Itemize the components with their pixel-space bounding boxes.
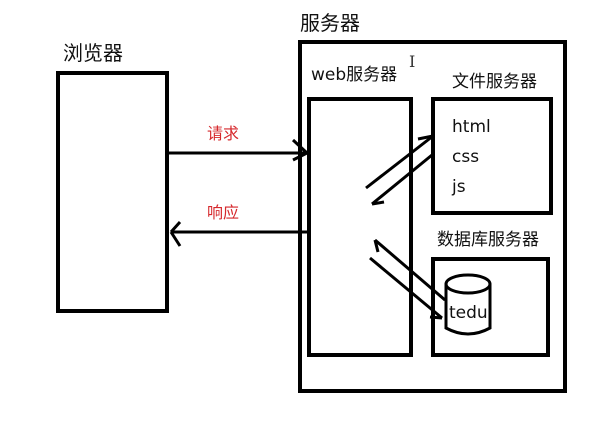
response-arrow — [169, 220, 309, 247]
file-server-box — [431, 97, 553, 215]
text-cursor-icon: I — [409, 52, 416, 71]
file-item: js — [452, 177, 466, 197]
request-arrow — [167, 138, 309, 162]
server-box — [298, 40, 567, 393]
db-server-label: 数据库服务器 — [437, 230, 539, 250]
web-server-label: web服务器 — [311, 65, 398, 85]
file-server-label: 文件服务器 — [452, 72, 537, 92]
db-server-box — [431, 257, 550, 357]
file-item: css — [452, 147, 480, 167]
file-exchange-arrows — [365, 134, 434, 206]
response-label: 响应 — [207, 203, 240, 222]
browser-box — [56, 71, 169, 313]
file-item: html — [452, 117, 491, 137]
server-label: 服务器 — [300, 11, 360, 35]
request-label: 请求 — [207, 124, 240, 143]
browser-label: 浏览器 — [63, 41, 123, 65]
cylinder-icon — [444, 273, 492, 336]
web-server-box — [307, 97, 413, 357]
database-name: tedu — [449, 303, 488, 323]
db-exchange-arrows — [369, 238, 446, 320]
